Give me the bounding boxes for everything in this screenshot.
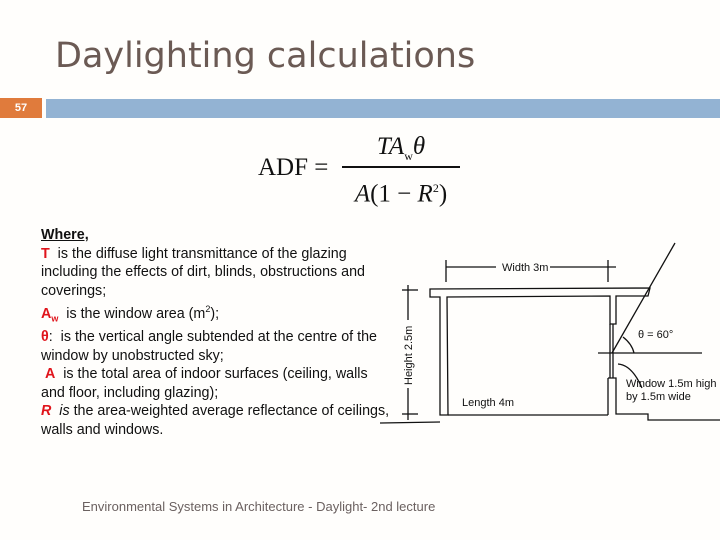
def-text: is the total area of indoor surfaces (ce… xyxy=(41,366,372,401)
symbol-a-total: A xyxy=(354,180,371,208)
def-text: is the window area (m xyxy=(58,305,206,322)
def-text: ); xyxy=(210,305,220,322)
header-bar xyxy=(46,99,720,118)
definition-r: R is the area-weighted average reflectan… xyxy=(41,402,391,439)
formula-lhs: ADF = xyxy=(258,154,329,181)
definition-a: A is the total area of indoor surfaces (… xyxy=(41,365,391,402)
def-sup: 2 xyxy=(205,304,211,314)
window-label-line1: Window 1.5m high xyxy=(626,378,717,390)
room-section-diagram: Width 3m Length 4m θ = 60° Window 1.5m h… xyxy=(380,242,720,424)
length-label: Length 4m xyxy=(462,397,514,409)
definition-t: T is the diffuse light transmittance of … xyxy=(41,245,391,301)
def-text: is the vertical angle subtended at the c… xyxy=(41,329,381,364)
definition-aw: Aw is the window area (m2); xyxy=(41,300,391,328)
symbol-a: A xyxy=(388,133,405,160)
definition-theta: θ: is the vertical angle subtended at th… xyxy=(41,328,391,365)
symbol-theta: θ xyxy=(412,133,426,160)
subscript-w: w xyxy=(404,149,413,163)
definitions: Where, T is the diffuse light transmitta… xyxy=(41,226,391,439)
def-symbol: A xyxy=(41,305,52,322)
def-symbol: T xyxy=(41,245,50,262)
formula-denominator: A(1 − R2) xyxy=(342,170,460,208)
paren-open: (1 − xyxy=(370,180,418,208)
slide-number: 57 xyxy=(0,98,42,118)
height-label: Height 2.5m xyxy=(403,326,415,385)
def-symbol: θ xyxy=(41,329,49,346)
fraction-line xyxy=(342,166,460,168)
window-label-line2: by 1.5m wide xyxy=(626,391,691,403)
def-colon: : xyxy=(48,329,53,346)
def-symbol: R xyxy=(41,403,52,420)
symbol-r: R xyxy=(417,180,433,208)
footer-text: Environmental Systems in Architecture - … xyxy=(82,499,436,514)
width-label: Width 3m xyxy=(502,262,548,274)
def-symbol: A xyxy=(44,366,56,383)
paren-close: ) xyxy=(438,180,448,208)
def-text: the area-weighted average reflectance of… xyxy=(41,403,390,438)
def-text: is the diffuse light transmittance of th… xyxy=(41,245,369,299)
formula-numerator: TAwθ xyxy=(342,130,460,164)
superscript-2: 2 xyxy=(432,181,439,195)
symbol-t: T xyxy=(376,133,389,160)
angle-label: θ = 60° xyxy=(638,329,673,341)
adf-formula: ADF = TAwθ A(1 − R2) xyxy=(258,130,468,210)
formula-fraction: TAwθ A(1 − R2) xyxy=(342,130,460,208)
def-symbol-sub: w xyxy=(51,313,59,324)
def-italic-word: is xyxy=(59,403,70,420)
slide-title: Daylighting calculations xyxy=(55,36,476,76)
where-heading: Where, xyxy=(41,227,89,243)
